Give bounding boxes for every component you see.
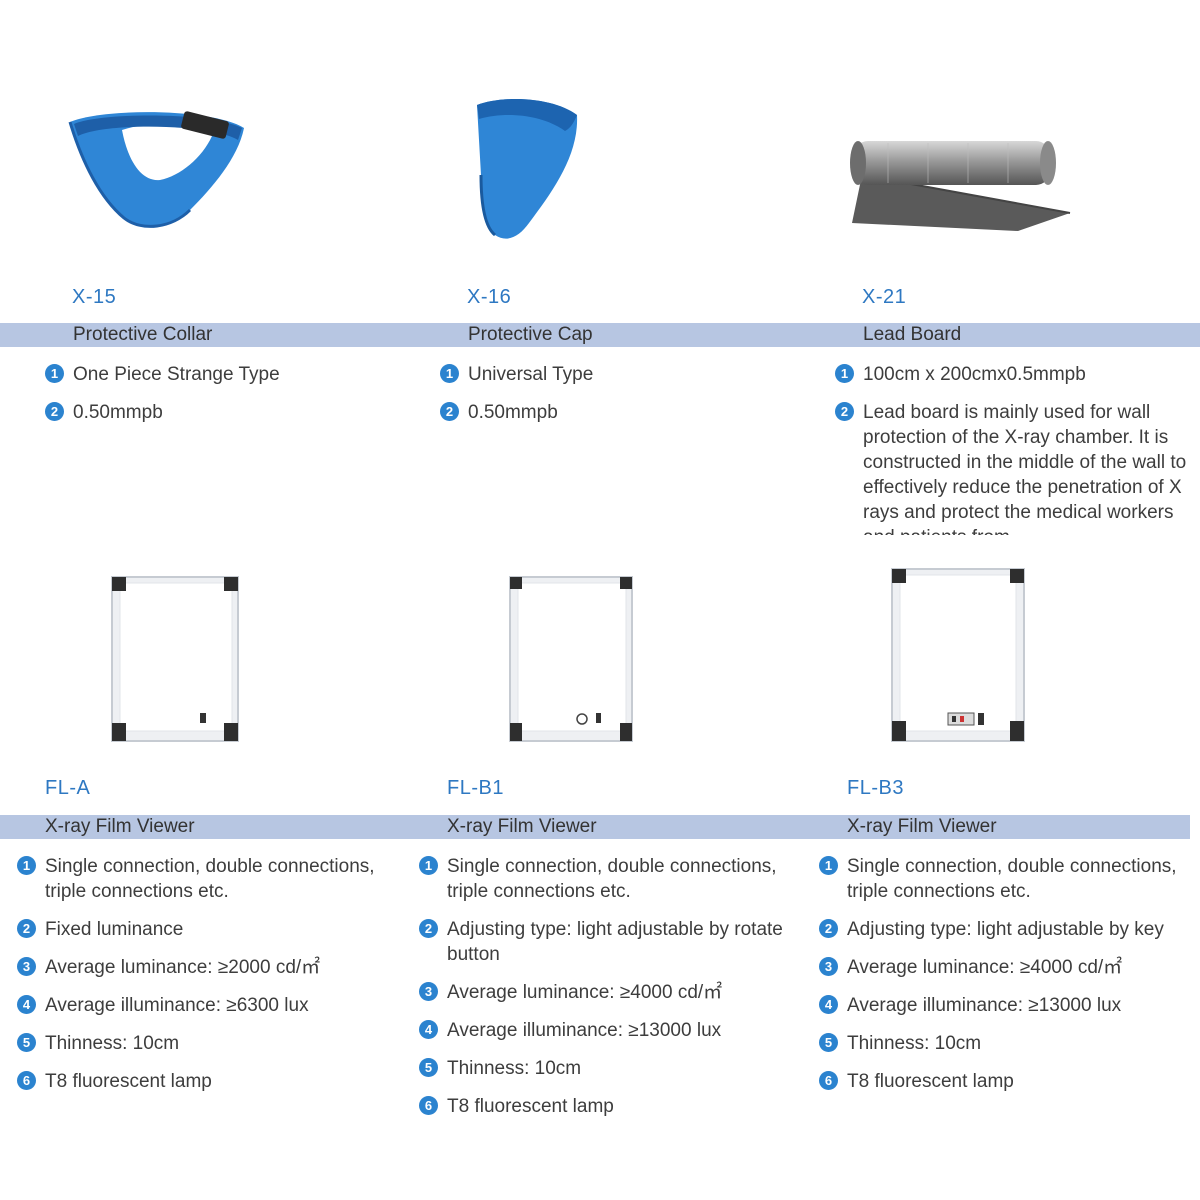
- number-2-icon: 2: [819, 919, 838, 938]
- lead-board-roll-image: [848, 135, 1078, 240]
- film-viewer-rotary-image: [506, 573, 636, 750]
- number-4-icon: 4: [819, 995, 838, 1014]
- number-3-icon: 3: [419, 982, 438, 1001]
- number-1-icon: 1: [440, 364, 459, 383]
- number-3-icon: 3: [819, 957, 838, 976]
- number-6-icon: 6: [819, 1071, 838, 1090]
- number-5-icon: 5: [17, 1033, 36, 1052]
- number-1-icon: 1: [17, 856, 36, 875]
- film-viewer-keypad-image: [888, 565, 1028, 750]
- number-2-icon: 2: [17, 919, 36, 938]
- protective-collar-image: [62, 110, 252, 245]
- product-code: X-16: [467, 286, 512, 308]
- product-code: X-21: [862, 286, 907, 308]
- product-name: Protective Collar: [73, 324, 213, 345]
- number-6-icon: 6: [419, 1096, 438, 1115]
- product-name: X-ray Film Viewer: [45, 816, 195, 837]
- number-4-icon: 4: [419, 1020, 438, 1039]
- name-band: [0, 815, 1190, 839]
- product-name: Protective Cap: [468, 324, 593, 345]
- product-code: X-15: [72, 286, 117, 308]
- product-name: X-ray Film Viewer: [847, 816, 997, 837]
- number-5-icon: 5: [819, 1033, 838, 1052]
- number-5-icon: 5: [419, 1058, 438, 1077]
- number-2-icon: 2: [440, 402, 459, 421]
- product-name: X-ray Film Viewer: [447, 816, 597, 837]
- number-1-icon: 1: [835, 364, 854, 383]
- number-2-icon: 2: [419, 919, 438, 938]
- number-2-icon: 2: [835, 402, 854, 421]
- number-1-icon: 1: [819, 856, 838, 875]
- product-name: Lead Board: [863, 324, 962, 345]
- number-6-icon: 6: [17, 1071, 36, 1090]
- number-4-icon: 4: [17, 995, 36, 1014]
- product-code: FL-B1: [447, 777, 504, 799]
- number-1-icon: 1: [45, 364, 64, 383]
- protective-cap-image: [473, 95, 583, 250]
- number-3-icon: 3: [17, 957, 36, 976]
- product-code: FL-B3: [847, 777, 904, 799]
- product-code: FL-A: [45, 777, 91, 799]
- number-1-icon: 1: [419, 856, 438, 875]
- name-band: [0, 323, 1200, 347]
- number-2-icon: 2: [45, 402, 64, 421]
- film-viewer-image: [108, 573, 243, 750]
